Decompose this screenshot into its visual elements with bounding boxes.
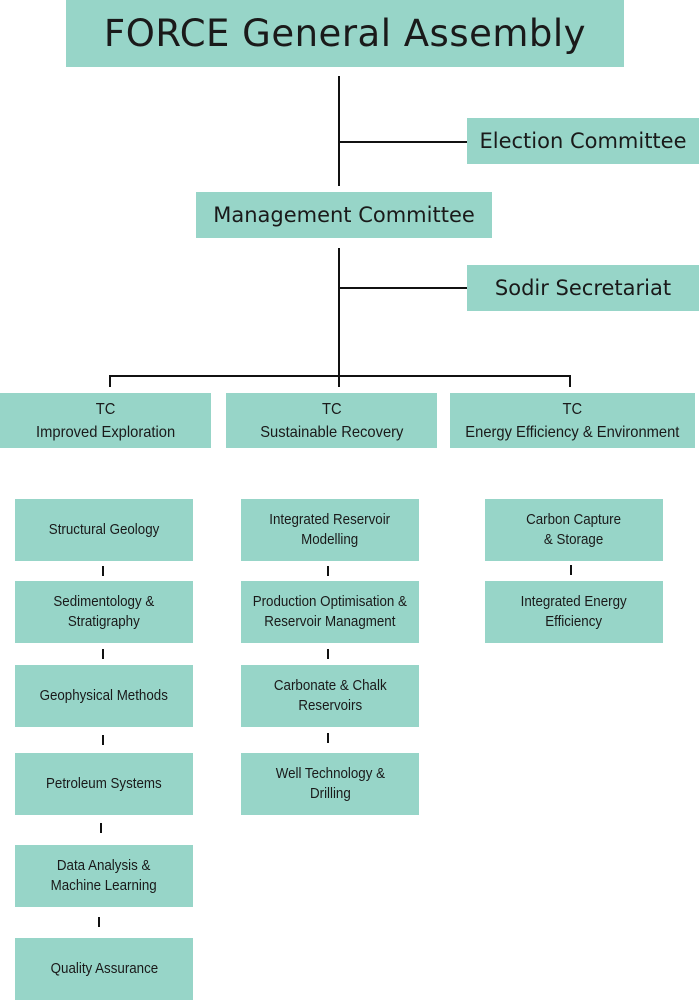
- group-label: Carbon Capture & Storage: [526, 512, 622, 548]
- group-label: Quality Assurance: [50, 961, 158, 977]
- general-assembly-label: FORCE General Assembly: [103, 12, 587, 55]
- group-box: Quality Assurance: [15, 938, 193, 1000]
- group-box: Structural Geology: [15, 499, 193, 561]
- group-box: Petroleum Systems: [15, 753, 193, 815]
- group-label: Production Optimisation & Reservoir Mana…: [252, 594, 408, 630]
- tc-label: TC Sustainable Recovery: [259, 400, 404, 441]
- group-connector: [102, 735, 104, 745]
- group-label: Well Technology & Drilling: [275, 766, 385, 802]
- connector-sodir: [338, 287, 467, 289]
- group-label: Structural Geology: [48, 522, 160, 538]
- tc-sustainable-recovery-box: TC Sustainable Recovery: [226, 393, 437, 448]
- sodir-secretariat-box: Sodir Secretariat: [467, 265, 699, 311]
- management-committee-box: Management Committee: [196, 192, 492, 238]
- management-committee-label: Management Committee: [213, 203, 475, 227]
- connector-assembly-management: [338, 76, 340, 186]
- group-label: Integrated Energy Efficiency: [520, 594, 628, 630]
- group-connector: [327, 649, 329, 659]
- group-connector: [98, 917, 100, 927]
- election-committee-box: Election Committee: [467, 118, 699, 164]
- group-box: Sedimentology & Stratigraphy: [15, 581, 193, 643]
- tc-energy-efficiency-box: TC Energy Efficiency & Environment: [450, 393, 695, 448]
- connector-election: [338, 141, 467, 143]
- group-connector: [327, 733, 329, 743]
- group-connector: [327, 566, 329, 576]
- connector-tc-energy: [569, 375, 571, 387]
- group-box: Geophysical Methods: [15, 665, 193, 727]
- group-label: Geophysical Methods: [39, 688, 169, 704]
- group-label: Petroleum Systems: [46, 776, 162, 792]
- group-box: Carbonate & Chalk Reservoirs: [241, 665, 419, 727]
- tc-label: TC Energy Efficiency & Environment: [465, 400, 680, 441]
- connector-management-tcs: [338, 248, 340, 378]
- group-label: Sedimentology & Stratigraphy: [53, 594, 155, 630]
- group-label: Data Analysis & Machine Learning: [50, 858, 158, 894]
- group-connector: [570, 565, 572, 575]
- group-box: Carbon Capture & Storage: [485, 499, 663, 561]
- group-connector: [102, 649, 104, 659]
- group-box: Integrated Energy Efficiency: [485, 581, 663, 643]
- tc-improved-exploration-box: TC Improved Exploration: [0, 393, 211, 448]
- election-committee-label: Election Committee: [479, 129, 687, 153]
- group-label: Carbonate & Chalk Reservoirs: [273, 678, 387, 714]
- group-box: Integrated Reservoir Modelling: [241, 499, 419, 561]
- group-connector: [100, 823, 102, 833]
- connector-tc-bus: [109, 375, 571, 377]
- group-connector: [102, 566, 104, 576]
- group-box: Production Optimisation & Reservoir Mana…: [241, 581, 419, 643]
- connector-tc-recovery: [338, 375, 340, 387]
- general-assembly-box: FORCE General Assembly: [66, 0, 624, 67]
- group-box: Data Analysis & Machine Learning: [15, 845, 193, 907]
- sodir-secretariat-label: Sodir Secretariat: [494, 276, 672, 300]
- connector-tc-exploration: [109, 375, 111, 387]
- group-label: Integrated Reservoir Modelling: [269, 512, 391, 548]
- tc-label: TC Improved Exploration: [35, 400, 176, 441]
- group-box: Well Technology & Drilling: [241, 753, 419, 815]
